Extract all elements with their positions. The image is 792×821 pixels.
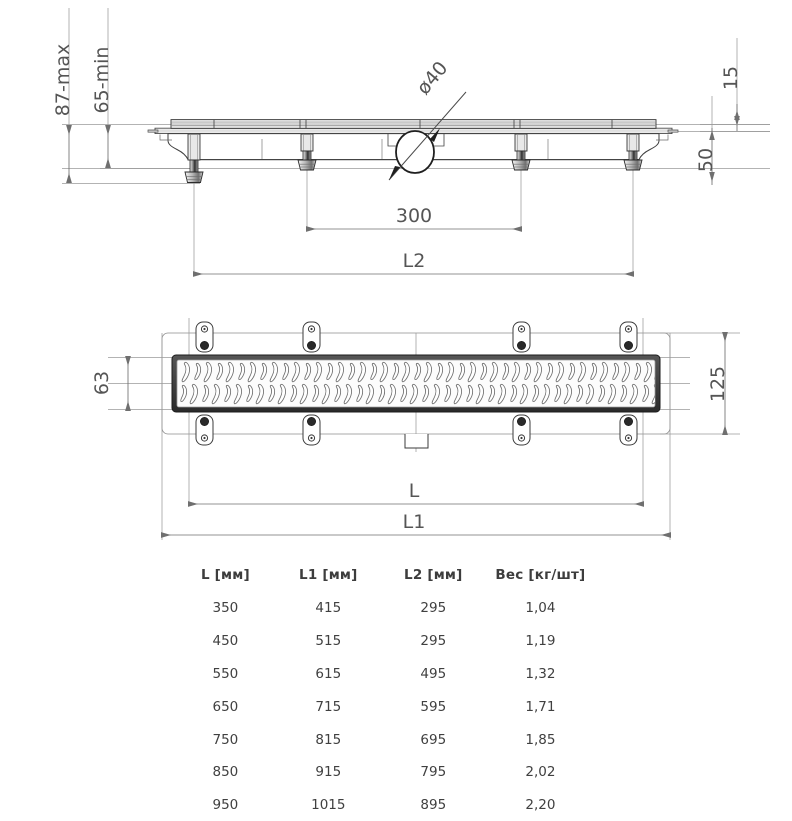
cell-L2: 695 xyxy=(420,731,447,748)
mounting-tab xyxy=(195,321,214,353)
cell-L2: 795 xyxy=(420,764,447,781)
mounting-tab xyxy=(512,414,531,446)
label-L2: L2 xyxy=(403,250,426,272)
mounting-tab xyxy=(512,321,531,353)
adjustable-foot xyxy=(297,133,317,171)
adjustable-foot xyxy=(184,133,204,183)
table-row: 450 515 295 1,19 xyxy=(175,625,595,658)
table-row: 750 815 695 1,85 xyxy=(175,723,595,756)
label-65-min: 65-min xyxy=(91,47,113,114)
column-header-L2: L2 [мм] xyxy=(404,567,463,583)
cell-L1: 715 xyxy=(315,698,342,715)
cell-weight: 1,71 xyxy=(525,698,556,715)
technical-drawing-canvas: 87-max 65-min ø40 15 50 300 L2 63 125 L … xyxy=(52,8,770,540)
dim-50 xyxy=(709,128,715,185)
cell-L2: 595 xyxy=(420,698,447,715)
cell-weight: 1,04 xyxy=(525,600,556,617)
column-header-L: L [мм] xyxy=(200,567,250,583)
adjustable-foot xyxy=(511,133,531,171)
cell-L: 750 xyxy=(212,731,239,748)
table-row: 350 415 295 1,04 xyxy=(175,592,595,625)
cell-L2: 295 xyxy=(420,633,447,650)
drawing-sheet: 87-max 65-min ø40 15 50 300 L2 63 125 L … xyxy=(52,8,770,814)
plan-outlet-stub xyxy=(404,434,429,449)
label-L1: L1 xyxy=(403,511,426,533)
cell-L1: 615 xyxy=(315,665,342,682)
mounting-tab xyxy=(302,414,321,446)
adjustable-feet-group xyxy=(184,133,643,183)
column-header-weight: Вес [кг/шт] xyxy=(495,567,586,583)
mounting-tab xyxy=(619,321,638,353)
drain-outlet-circle xyxy=(395,130,435,174)
section-leader-lines xyxy=(193,163,634,275)
cell-L1: 1015 xyxy=(311,797,346,814)
dim-15 xyxy=(700,104,770,132)
cell-L2: 895 xyxy=(420,797,447,814)
column-header-L1: L1 [мм] xyxy=(299,567,358,583)
section-view-group xyxy=(62,8,770,277)
cell-L: 650 xyxy=(212,698,239,715)
label-diameter-40: ø40 xyxy=(412,57,452,99)
table-row: 950 1015 895 2,20 xyxy=(175,789,595,821)
label-300: 300 xyxy=(396,205,432,227)
cell-L: 850 xyxy=(212,764,239,781)
table-header-row: L [мм] L1 [мм] L2 [мм] Вес [кг/шт] xyxy=(175,560,595,592)
cell-L2: 495 xyxy=(420,665,447,682)
cell-L1: 915 xyxy=(315,764,342,781)
cell-L1: 515 xyxy=(315,633,342,650)
label-63: 63 xyxy=(91,371,113,395)
table-row: 650 715 595 1,71 xyxy=(175,690,595,723)
cell-L1: 415 xyxy=(315,600,342,617)
label-125: 125 xyxy=(707,366,729,402)
mounting-tabs-group xyxy=(195,321,638,446)
cell-L: 350 xyxy=(212,600,239,617)
cell-L: 950 xyxy=(212,797,239,814)
label-87-max: 87-max xyxy=(52,44,74,116)
label-50: 50 xyxy=(695,148,717,172)
cell-weight: 1,85 xyxy=(525,731,556,748)
plan-view-group xyxy=(108,318,740,540)
cell-weight: 1,32 xyxy=(525,665,556,682)
table-row: 550 615 495 1,32 xyxy=(175,658,595,691)
adjustable-foot xyxy=(623,133,643,171)
dimension-labels: 87-max 65-min ø40 15 50 300 L2 63 125 L … xyxy=(52,44,742,533)
diameter-leader-line xyxy=(388,91,467,181)
cell-L1: 815 xyxy=(315,731,342,748)
mounting-tab xyxy=(619,414,638,446)
cell-weight: 2,20 xyxy=(525,797,556,814)
label-15: 15 xyxy=(720,66,742,90)
cell-L2: 295 xyxy=(420,600,447,617)
mounting-tab xyxy=(195,414,214,446)
label-L: L xyxy=(409,480,420,502)
cell-L: 450 xyxy=(212,633,239,650)
specification-table: L [мм] L1 [мм] L2 [мм] Вес [кг/шт] 350 4… xyxy=(175,560,595,821)
cell-weight: 2,02 xyxy=(525,764,556,781)
table-row: 850 915 795 2,02 xyxy=(175,756,595,789)
mounting-tab xyxy=(302,321,321,353)
cell-L: 550 xyxy=(212,665,239,682)
grate-assembly xyxy=(171,354,661,413)
cell-weight: 1,19 xyxy=(525,633,556,650)
